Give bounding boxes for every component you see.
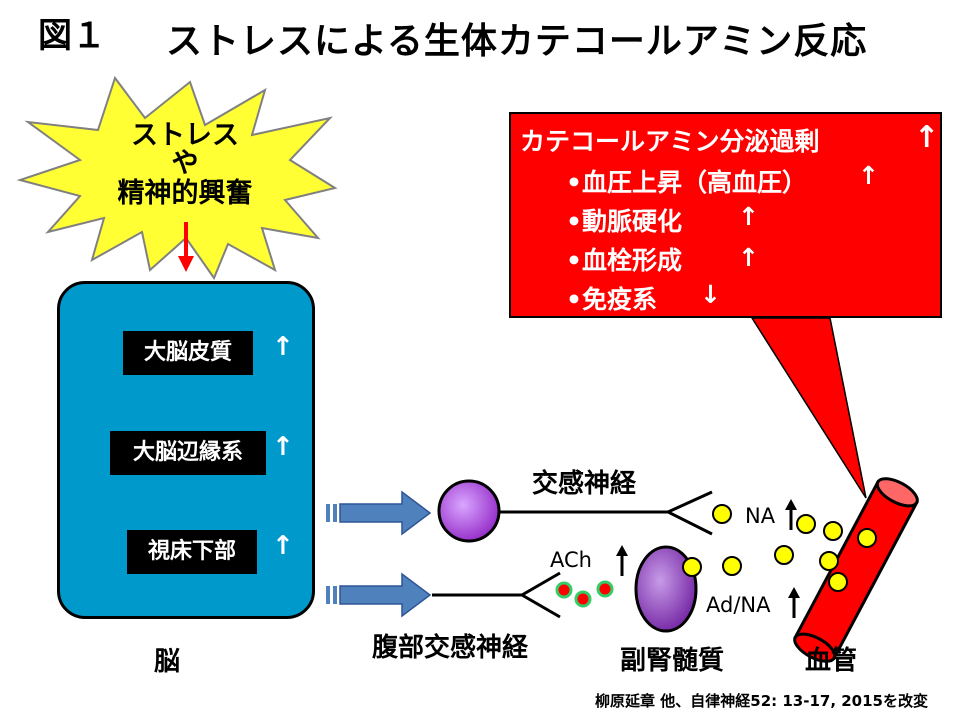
na-label: NA [745,504,776,528]
splanchnic-terminal [519,571,561,619]
effects-callout [509,112,942,318]
blood-vessel [793,477,919,663]
stress-burst [16,75,338,281]
ach-up-arrow [616,545,628,576]
stressor-line2: や [171,148,199,179]
ach-label: ACh [550,548,592,572]
region-cerebral-cortex-change: ↑ [272,332,294,362]
effects-heading: カテコールアミン分泌過剰 [520,127,820,156]
effect-item-immune-system: •免疫系 [566,285,657,314]
stressor-line1: ストレス [131,120,239,151]
adrenal-medulla [634,545,698,633]
effect-item-arteriosclerosis: •動脈硬化 [566,207,682,236]
effect-item-thrombosis-change: ↑ [738,243,759,272]
adrenal-medulla-label: 副腎髄質 [620,646,725,676]
brain-label: 脳 [154,647,181,677]
region-hypothalamus-change: ↑ [272,531,294,561]
callout-pointer [750,317,867,499]
region-cerebral-cortex: 大脳皮質 [123,331,253,375]
ad-na-label: Ad/NA [706,593,771,617]
stressor-line3: 精神的興奮 [117,178,253,209]
effect-item-arteriosclerosis-change: ↑ [738,202,759,231]
figure-label: 図１ [38,16,106,56]
ach-vesicles [555,580,614,608]
trigger-arrow [178,222,194,272]
sympathetic-terminal [664,490,713,536]
effect-item-blood-pressure-change: ↑ [858,161,879,190]
region-limbic-system: 大脳辺縁系 [110,431,266,475]
effect-item-blood-pressure: •血圧上昇（高血圧） [566,168,807,197]
catecholamine-dots [682,504,877,592]
page-title: ストレスによる生体カテコールアミン反応 [166,21,868,62]
effect-item-thrombosis: •血栓形成 [566,246,682,275]
effects-heading-change: ↑ [914,120,940,155]
region-limbic-system-change: ↑ [272,432,294,462]
sympathetic-nerve-label: 交感神経 [532,469,637,499]
na-up-arrow [785,499,797,530]
sympathetic-neuron-body [437,479,501,543]
effect-item-immune-system-change: ↓ [700,280,721,309]
signal-arrow-splanchnic [326,572,432,618]
signal-arrow-sympathetic [326,490,432,536]
region-hypothalamus: 視床下部 [127,530,257,574]
adna-up-arrow [788,587,800,618]
splanchnic-nerve-label: 腹部交感神経 [372,633,529,663]
blood-vessel-label: 血管 [805,646,858,676]
citation: 柳原延章 他、自律神経52: 13-17, 2015を改変 [595,692,928,710]
